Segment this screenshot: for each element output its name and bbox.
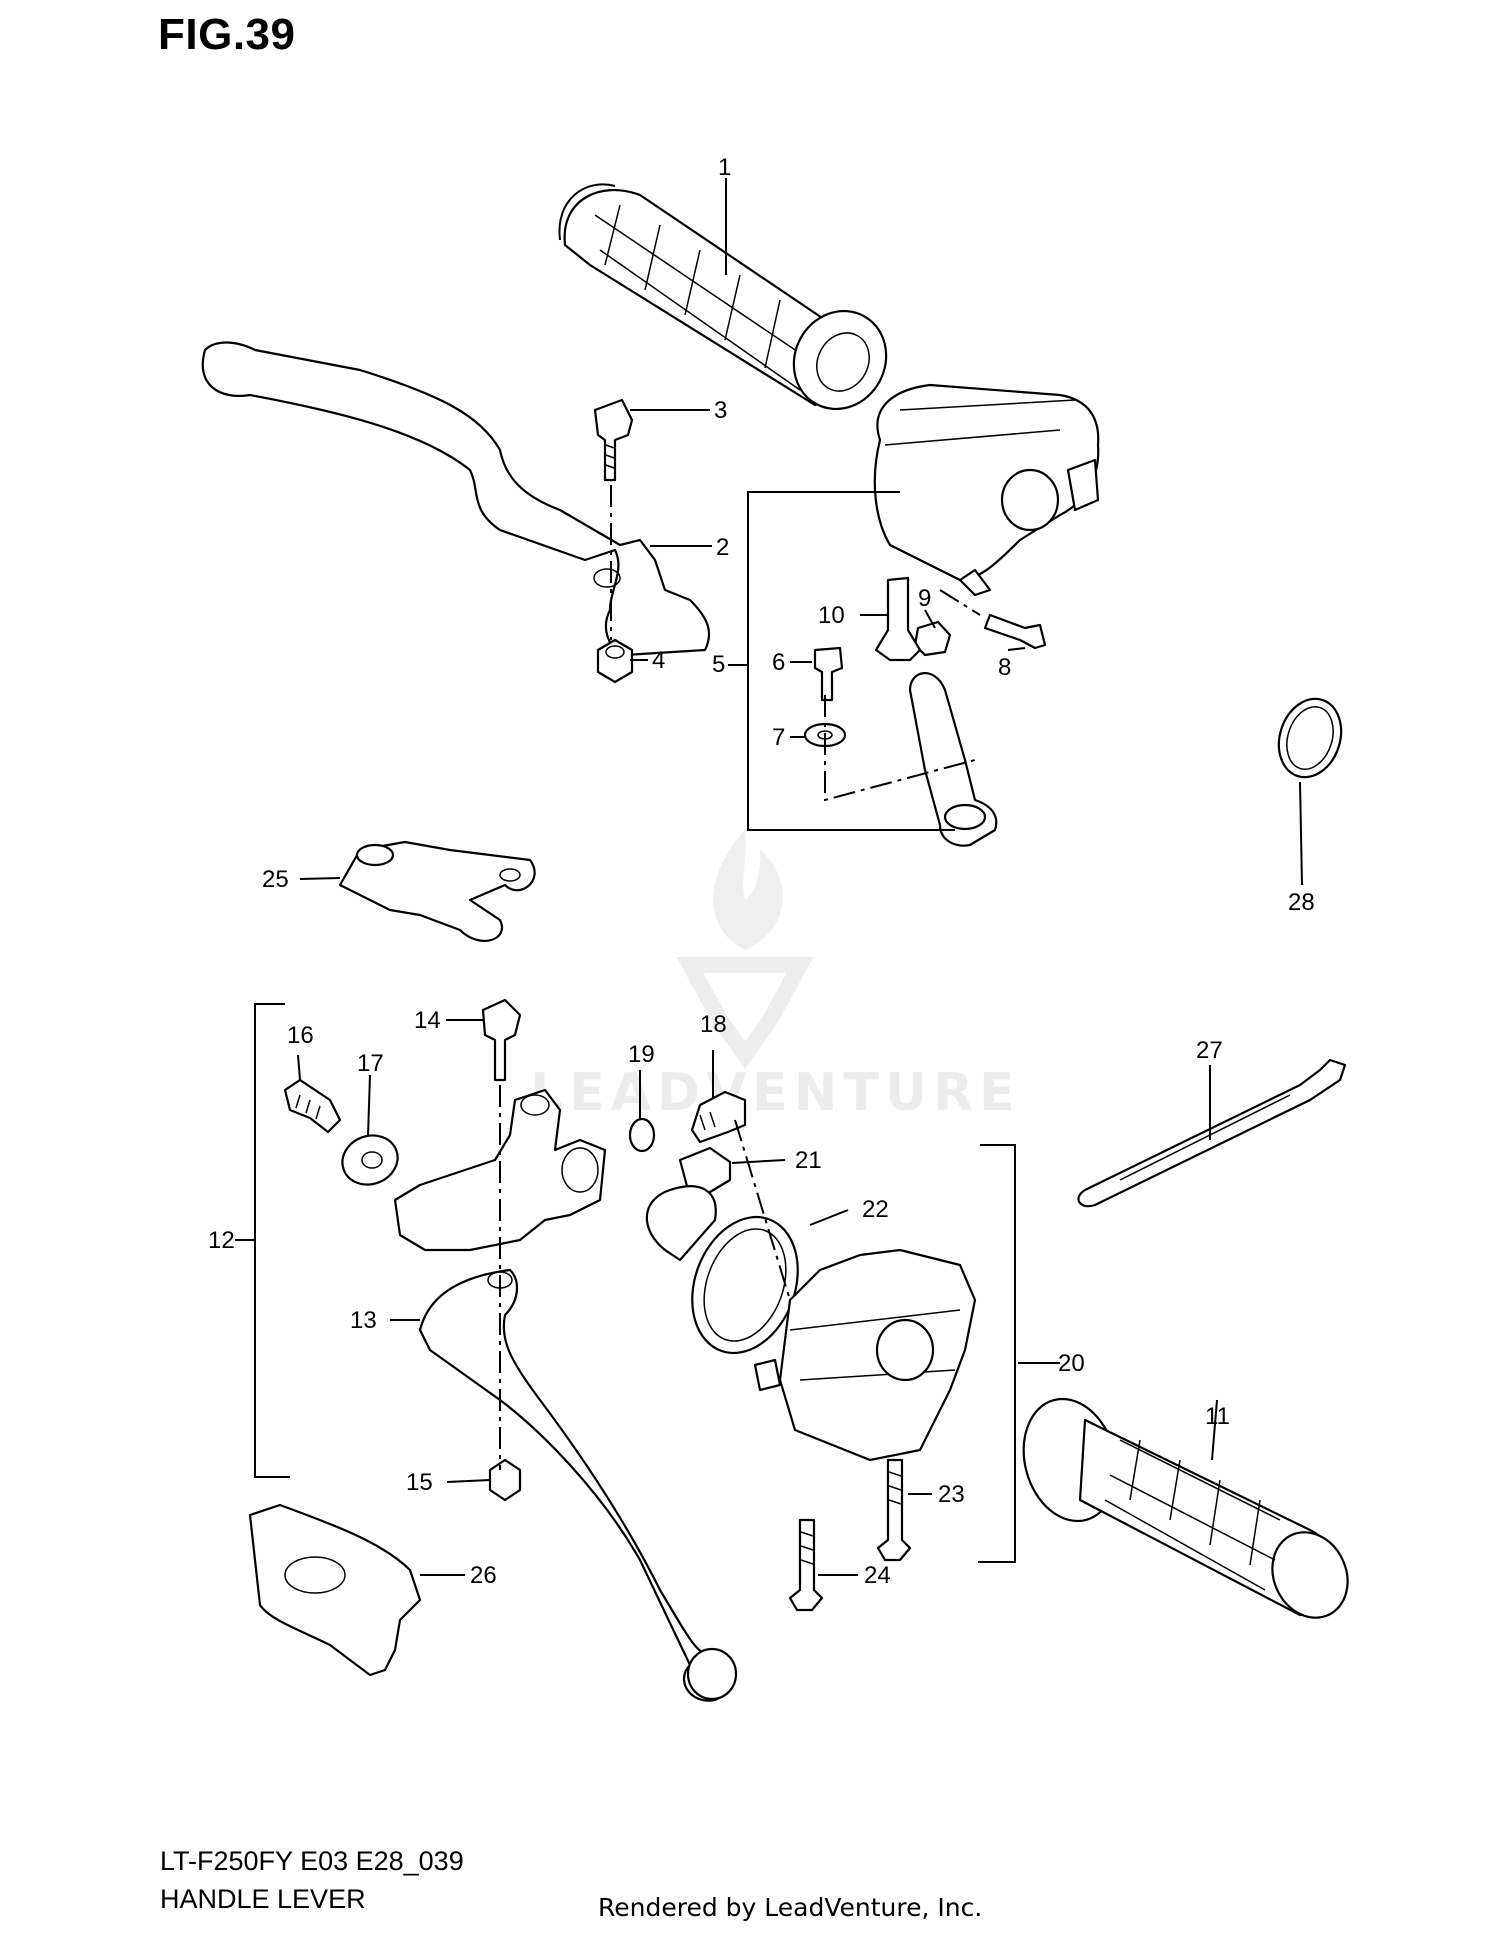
callout-3[interactable]: 3: [714, 397, 727, 424]
part-4-nut[interactable]: [596, 638, 634, 684]
callout-16[interactable]: 16: [287, 1022, 314, 1049]
callout-22[interactable]: 22: [862, 1196, 889, 1223]
part-3-pivot-bolt[interactable]: [593, 398, 634, 482]
group-bracket-5: [747, 491, 955, 831]
watermark-text: LEADVENTURE: [530, 1063, 1021, 1123]
figure-title: FIG.39: [158, 10, 296, 59]
leadventure-watermark: LEADVENTURE: [530, 830, 1021, 1123]
part-5-throttle-lever[interactable]: [908, 672, 998, 847]
part-23-screw[interactable]: [876, 1458, 912, 1562]
callout-12[interactable]: 12: [208, 1227, 235, 1254]
callout-19[interactable]: 19: [628, 1041, 655, 1068]
callout-7[interactable]: 7: [772, 724, 785, 751]
callout-15[interactable]: 15: [406, 1469, 433, 1496]
callout-20[interactable]: 20: [1058, 1350, 1085, 1377]
part-15-nut[interactable]: [488, 1458, 522, 1502]
part-13-clutch-lever[interactable]: [418, 1268, 738, 1702]
part-10-bolt[interactable]: [874, 576, 922, 662]
part-26-lever-cover[interactable]: [248, 1503, 422, 1677]
callout-21[interactable]: 21: [795, 1147, 822, 1174]
callout-23[interactable]: 23: [938, 1481, 965, 1508]
callout-8[interactable]: 8: [998, 654, 1011, 681]
callout-2[interactable]: 2: [716, 534, 729, 561]
callout-18[interactable]: 18: [700, 1011, 727, 1038]
callout-27[interactable]: 27: [1196, 1037, 1223, 1064]
callout-4[interactable]: 4: [652, 647, 665, 674]
callout-5[interactable]: 5: [712, 651, 725, 678]
callout-28[interactable]: 28: [1288, 889, 1315, 916]
callout-1[interactable]: 1: [718, 154, 731, 181]
callout-25[interactable]: 25: [262, 866, 289, 893]
part-24-screw[interactable]: [788, 1518, 824, 1612]
callout-6[interactable]: 6: [772, 649, 785, 676]
assembly-center-lines: [499, 485, 981, 1470]
part-5-throttle-case[interactable]: [873, 383, 1100, 597]
part-28-o-ring[interactable]: [1269, 691, 1351, 786]
callout-13[interactable]: 13: [350, 1307, 377, 1334]
part-1-grip[interactable]: [558, 183, 903, 425]
group-bracket-20: [978, 1144, 1016, 1563]
part-8-screw[interactable]: [983, 613, 1047, 650]
callout-labels: 1 2 3 4 5 6 7 8 9 10 11 12 13 14 15 16 1…: [208, 154, 1315, 1589]
callout-10[interactable]: 10: [818, 602, 845, 629]
section-name: HANDLE LEVER: [160, 1884, 366, 1914]
leader-lines: [235, 178, 1303, 1576]
part-18-bolt[interactable]: [690, 1090, 747, 1144]
part-27-cable-tie[interactable]: [1077, 1058, 1347, 1208]
part-17-locknut[interactable]: [335, 1128, 404, 1192]
part-14-pivot-bolt[interactable]: [481, 998, 522, 1082]
part-25-bracket[interactable]: [338, 840, 536, 942]
callout-17[interactable]: 17: [357, 1050, 384, 1077]
part-22-ring[interactable]: [674, 1202, 816, 1368]
part-20-switch-case[interactable]: [645, 1185, 977, 1462]
part-19-washer[interactable]: [628, 1117, 656, 1153]
callout-9[interactable]: 9: [918, 585, 931, 612]
part-11-grip[interactable]: [1010, 1388, 1361, 1630]
part-16-adjuster[interactable]: [283, 1078, 342, 1134]
group-bracket-12: [254, 1003, 290, 1478]
callout-14[interactable]: 14: [414, 1007, 441, 1034]
callout-11[interactable]: 11: [1205, 1403, 1230, 1430]
part-2-brake-lever[interactable]: [201, 341, 711, 657]
watermark-logo-icon: [676, 830, 814, 1069]
part-6-screw[interactable]: [813, 646, 844, 702]
model-code: LT-F250FY E03 E28_039: [160, 1846, 464, 1876]
callout-26[interactable]: 26: [470, 1562, 497, 1589]
callout-24[interactable]: 24: [864, 1562, 891, 1589]
render-credit: Rendered by LeadVenture, Inc.: [598, 1893, 983, 1922]
